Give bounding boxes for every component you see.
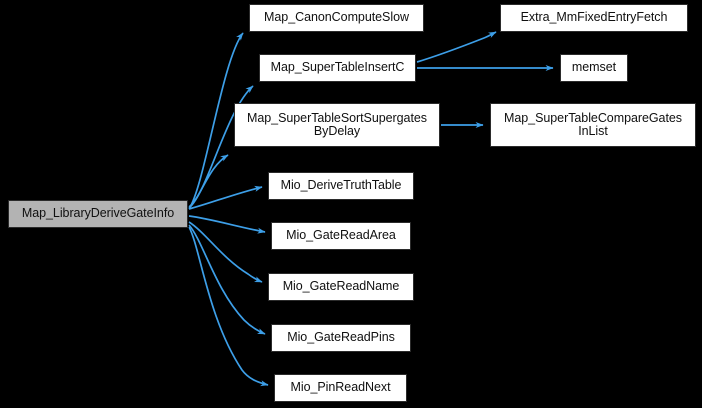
graph-node-label: Map_LibraryDeriveGateInfo xyxy=(21,206,175,221)
graph-edge-insertc-to-mmfixed xyxy=(416,31,497,63)
graph-node-label: Mio_GateReadPins xyxy=(287,330,395,345)
graph-node-derivetruth[interactable]: Mio_DeriveTruthTable xyxy=(268,172,414,200)
graph-node-label: Extra_MmFixedEntryFetch xyxy=(520,10,668,25)
graph-node-gatereadarea[interactable]: Mio_GateReadArea xyxy=(271,222,411,250)
graph-node-label: Map_CanonComputeSlow xyxy=(264,10,409,25)
graph-node-label: Map_SuperTableInsertC xyxy=(270,60,405,75)
graph-node-mmfixed[interactable]: Extra_MmFixedEntryFetch xyxy=(500,4,688,32)
graph-node-canon[interactable]: Map_CanonComputeSlow xyxy=(249,4,424,32)
graph-node-memset[interactable]: memset xyxy=(560,54,628,82)
graph-edge-root-to-sortsuper xyxy=(188,154,229,208)
graph-edge-root-to-gatereadname xyxy=(188,221,263,283)
graph-edge-root-to-pinreadnext xyxy=(188,226,269,387)
graph-node-label: Mio_PinReadNext xyxy=(290,380,391,395)
graph-node-gatereadpins[interactable]: Mio_GateReadPins xyxy=(271,324,411,352)
graph-node-comparegates[interactable]: Map_SuperTableCompareGates InList xyxy=(490,103,696,147)
graph-node-label: Mio_GateReadArea xyxy=(286,228,396,243)
graph-node-label: Mio_GateReadName xyxy=(282,279,400,294)
graph-node-label: memset xyxy=(571,60,617,75)
graph-node-label: Mio_DeriveTruthTable xyxy=(280,178,402,193)
graph-edge-root-to-gatereadarea xyxy=(188,215,266,234)
graph-node-insertc[interactable]: Map_SuperTableInsertC xyxy=(259,54,416,82)
graph-edge-root-to-gatereadpins xyxy=(188,224,266,335)
graph-node-sortsuper[interactable]: Map_SuperTableSortSupergates ByDelay xyxy=(234,103,440,147)
graph-node-gatereadname[interactable]: Mio_GateReadName xyxy=(268,273,414,301)
graph-node-label: Map_SuperTableCompareGates InList xyxy=(504,110,682,138)
graph-node-label: Map_SuperTableSortSupergates ByDelay xyxy=(247,110,427,138)
graph-node-root[interactable]: Map_LibraryDeriveGateInfo xyxy=(8,200,188,228)
graph-edge-root-to-derivetruth xyxy=(188,185,263,210)
graph-node-pinreadnext[interactable]: Mio_PinReadNext xyxy=(274,374,407,402)
